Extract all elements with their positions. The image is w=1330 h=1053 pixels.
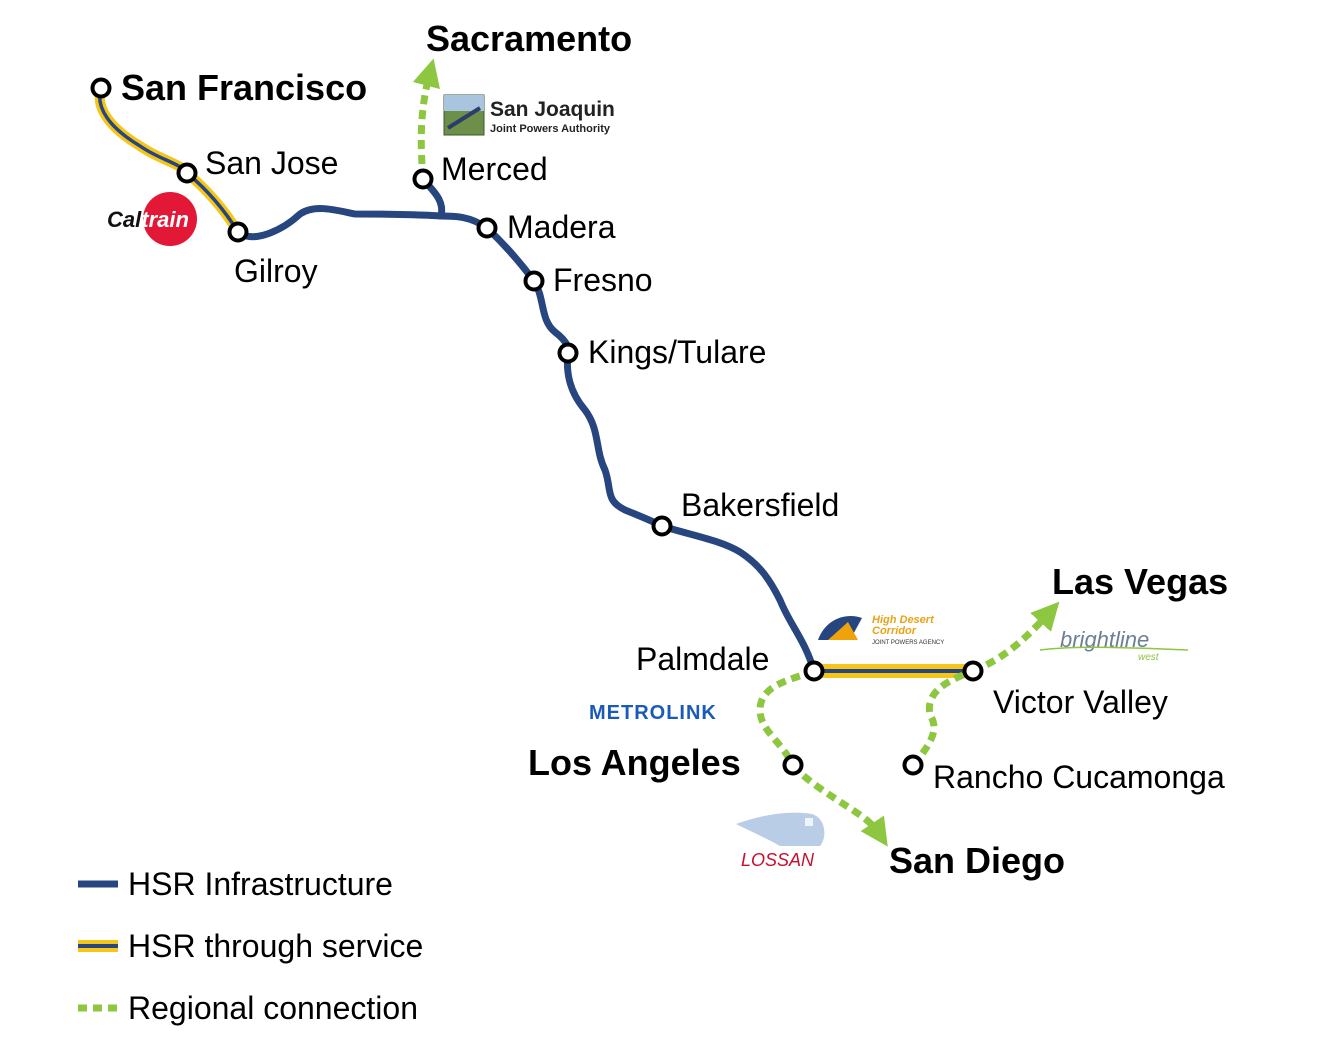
lossan-logo: LOSSAN [736,812,825,870]
svg-text:San Joaquin: San Joaquin [490,98,615,121]
station-bakersfield [651,515,673,537]
station-gilroy [227,221,249,243]
san-joaquin-logo: San Joaquin Joint Powers Authority [443,94,615,136]
legend-label-hsr-infrastructure: HSR Infrastructure [128,866,393,902]
legend-label-hsr-through-service: HSR through service [128,928,423,964]
label-rancho-cucamonga: Rancho Cucamonga [933,759,1225,795]
svg-text:Corridor: Corridor [872,625,917,637]
station-madera [476,217,498,239]
station-rancho-cucamonga [902,754,924,776]
regional-los-angeles-san-diego [790,762,888,847]
station-merced [412,168,434,190]
regional-merced-sacramento [412,58,440,180]
regional-rancho-victor-valley [910,667,975,768]
station-victor-valley [962,660,984,682]
legend: HSR Infrastructure HSR through service R… [78,866,423,1026]
legend-label-regional-connection: Regional connection [128,990,418,1026]
label-san-francisco: San Francisco [121,67,367,108]
stations [90,77,984,776]
label-san-jose: San Jose [205,145,338,181]
station-palmdale [803,660,825,682]
label-gilroy: Gilroy [234,253,318,289]
label-las-vegas: Las Vegas [1052,561,1228,602]
station-kings-tulare [557,342,579,364]
svg-text:JOINT POWERS AGENCY: JOINT POWERS AGENCY [872,640,944,646]
label-merced: Merced [441,151,548,187]
legend-item-regional-connection: Regional connection [78,990,418,1026]
regional-palmdale-los-angeles [756,667,816,767]
high-desert-corridor-logo: High Desert Corridor JOINT POWERS AGENCY [818,614,944,646]
label-los-angeles: Los Angeles [528,742,741,783]
brightline-west-logo: brightline west [1039,627,1189,663]
station-san-jose [176,162,198,184]
hsr-through-service-sf-gilroy [94,83,243,237]
svg-text:west: west [1138,652,1160,663]
label-kings-tulare: Kings/Tulare [588,334,766,370]
legend-item-hsr-infrastructure: HSR Infrastructure [78,866,393,902]
label-fresno: Fresno [553,262,653,298]
caltrain-logo: Caltrain [107,192,197,246]
label-sacramento: Sacramento [426,18,632,59]
label-madera: Madera [507,209,616,245]
legend-item-hsr-through-service: HSR through service [78,928,423,964]
label-palmdale: Palmdale [636,641,769,677]
svg-text:LOSSAN: LOSSAN [741,850,815,870]
station-los-angeles [782,754,804,776]
station-san-francisco [90,77,112,99]
svg-text:Caltrain: Caltrain [107,207,189,232]
svg-text:High Desert: High Desert [872,614,935,626]
regional-victor-valley-las-vegas [971,601,1060,675]
svg-text:METROLINK: METROLINK [589,702,717,724]
label-bakersfield: Bakersfield [681,487,839,523]
svg-text:Joint Powers Authority: Joint Powers Authority [490,123,611,135]
metrolink-logo: METROLINK [589,702,717,724]
label-san-diego: San Diego [889,840,1065,881]
label-victor-valley: Victor Valley [993,684,1168,720]
station-fresno [523,270,545,292]
